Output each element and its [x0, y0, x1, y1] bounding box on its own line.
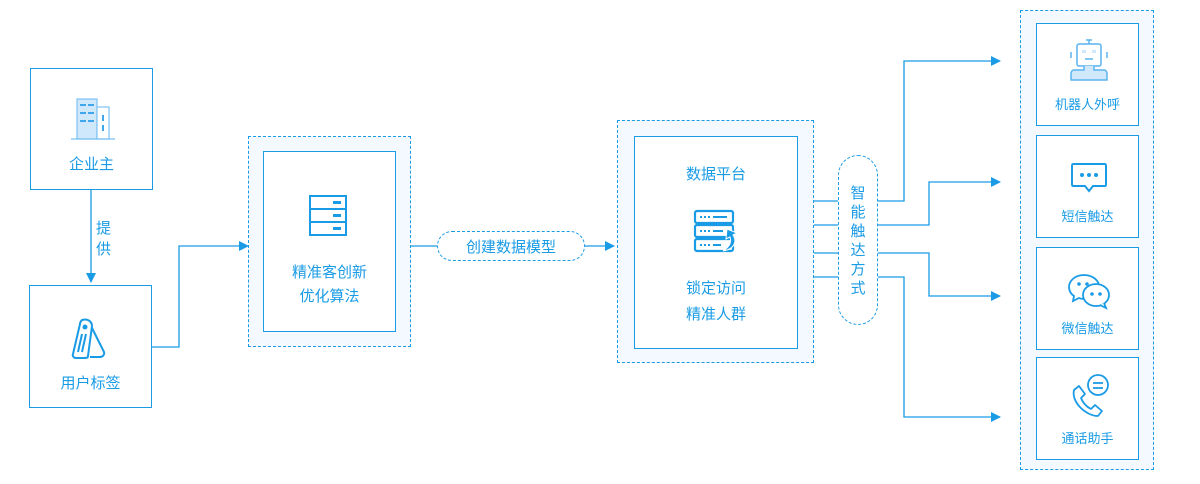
channel-sms: 短信触达 [1036, 135, 1139, 238]
edge-to-wechat [878, 252, 1001, 301]
data-platform-title: 数据平台 [685, 165, 746, 183]
data-platform-desc: 锁定访问 精准人群 [635, 275, 797, 327]
edge-to-robot [878, 56, 1001, 202]
building-icon [71, 98, 115, 140]
message-icon [1071, 163, 1107, 193]
node-algorithm: 精准客创新 优化算法 [263, 151, 396, 332]
node-user-tags: 用户标签 [29, 285, 152, 408]
data-platform-line: 锁定访问 [685, 279, 746, 297]
edge-to-phone [878, 276, 1001, 422]
channel-robot-call: 机器人外呼 [1036, 23, 1139, 126]
provide-char: 供 [96, 240, 112, 258]
robot-icon [1070, 39, 1108, 81]
reach-char: 能 [850, 203, 866, 221]
channel-label: 短信触达 [1061, 210, 1114, 225]
database-sync-icon [693, 209, 739, 253]
user-tags-label: 用户标签 [60, 374, 121, 392]
panel-channels: 机器人外呼 短信触达 微信触达 通话助手 [1020, 10, 1154, 470]
channel-label: 机器人外呼 [1054, 98, 1120, 113]
server-icon [309, 195, 347, 236]
reach-char: 方 [850, 260, 866, 278]
reach-char: 触 [850, 222, 866, 240]
node-enterprise: 企业主 [30, 68, 153, 190]
node-data-platform: 数据平台 锁定访问 精准人群 [634, 136, 798, 349]
edge-tags-to-algorithm [152, 241, 249, 348]
algorithm-label: 精准客创新 优化算法 [264, 260, 395, 308]
provide-edge-label: 提 供 [96, 218, 116, 260]
channel-label: 微信触达 [1061, 322, 1114, 337]
channel-call-assistant: 通话助手 [1036, 357, 1139, 460]
model-edge-label: 创建数据模型 [437, 231, 585, 261]
data-platform-line: 精准人群 [685, 305, 746, 323]
tag-icon [71, 318, 106, 359]
panel-algorithm: 精准客创新 优化算法 [248, 136, 411, 347]
reach-char: 式 [850, 279, 866, 297]
edge-to-sms [878, 177, 1001, 226]
channel-wechat: 微信触达 [1036, 247, 1139, 350]
algorithm-line: 精准客创新 [291, 263, 367, 281]
reach-char: 达 [850, 241, 866, 259]
reach-char: 智 [850, 184, 866, 202]
channel-label: 通话助手 [1061, 432, 1114, 447]
wechat-icon [1068, 274, 1110, 310]
algorithm-line: 优化算法 [299, 287, 360, 305]
panel-data-platform: 数据平台 锁定访问 精准人群 [617, 120, 814, 363]
reach-methods-label: 智 能 触 达 方 式 [838, 155, 878, 325]
enterprise-label: 企业主 [68, 155, 114, 173]
phone-chat-icon [1072, 374, 1109, 417]
provide-char: 提 [96, 219, 112, 237]
